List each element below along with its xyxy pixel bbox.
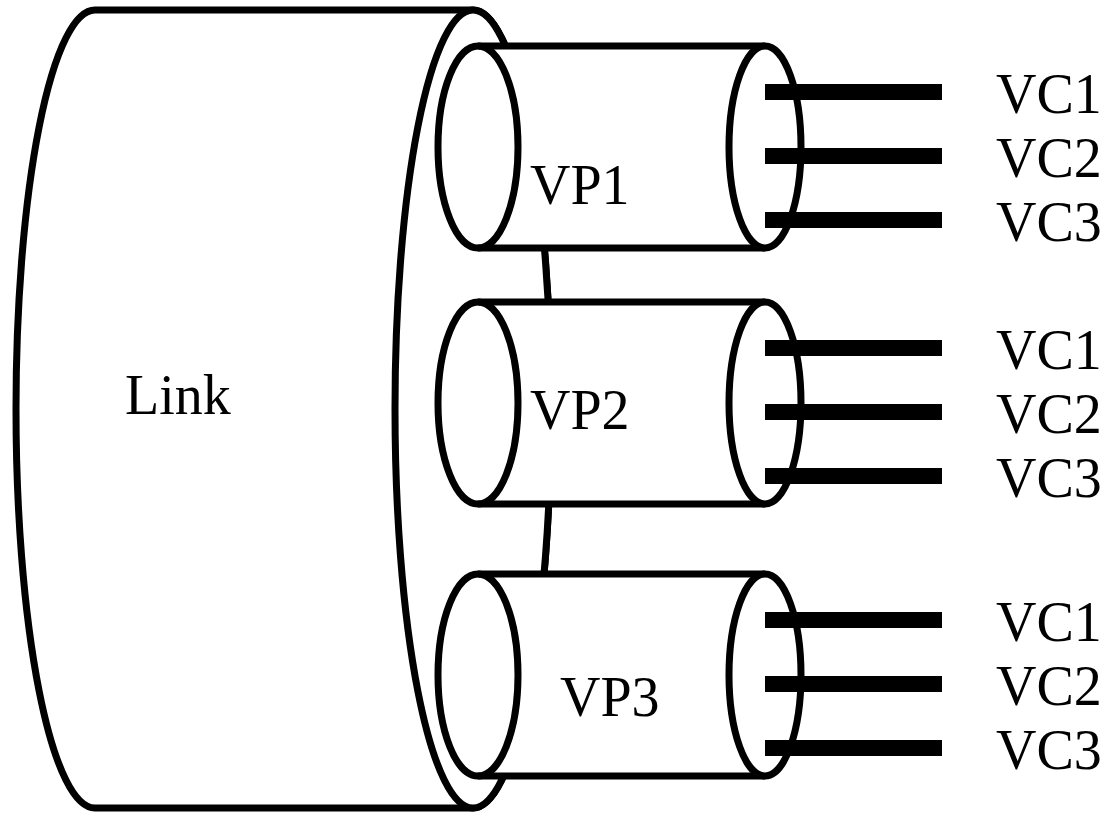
vp-back-face — [438, 46, 518, 248]
vp-bottom-edge — [478, 245, 765, 252]
circuit-label: VC1 — [996, 66, 1102, 122]
path-label: VP2 — [530, 382, 630, 438]
vc-bar — [765, 404, 942, 420]
vp-top-edge — [478, 571, 765, 578]
circuit-label: VC3 — [996, 722, 1102, 778]
vc-bar — [765, 148, 942, 164]
vc-bar — [765, 468, 942, 484]
vp-top-edge — [478, 43, 765, 50]
circuit-label: VC3 — [996, 450, 1102, 506]
vp-back-face — [438, 574, 518, 776]
circuit-label: VC3 — [996, 194, 1102, 250]
vc-bar — [765, 676, 942, 692]
vp-bottom-edge — [478, 501, 765, 508]
link-cylinder: LinkVP1VP2VP3 — [12, 6, 516, 812]
cylinder-outline — [430, 568, 945, 782]
vc-bar — [765, 212, 942, 228]
circuit-label: VC1 — [996, 322, 1102, 378]
cylinder-outline — [430, 40, 945, 254]
circuit-label: VC2 — [996, 386, 1102, 442]
path-label: VP1 — [530, 157, 630, 213]
circuit-label: VC1 — [996, 594, 1102, 650]
vp-bottom-edge — [478, 773, 765, 780]
cylinder-outline — [430, 296, 945, 510]
circuit-label: VC2 — [996, 658, 1102, 714]
virtual-path-cylinder: VP1 — [430, 40, 945, 254]
link-body — [16, 10, 551, 808]
vc-bar — [765, 740, 942, 756]
virtual-path-cylinder: VP3 — [430, 568, 945, 782]
virtual-path-cylinder: VP2 — [430, 296, 945, 510]
path-label: VP3 — [560, 669, 660, 725]
vc-bar — [765, 612, 942, 628]
vc-bar — [765, 340, 942, 356]
link-label: Link — [125, 367, 231, 423]
circuit-label: VC2 — [996, 130, 1102, 186]
vc-bar — [765, 84, 942, 100]
vp-top-edge — [478, 299, 765, 306]
vp-back-face — [438, 302, 518, 504]
